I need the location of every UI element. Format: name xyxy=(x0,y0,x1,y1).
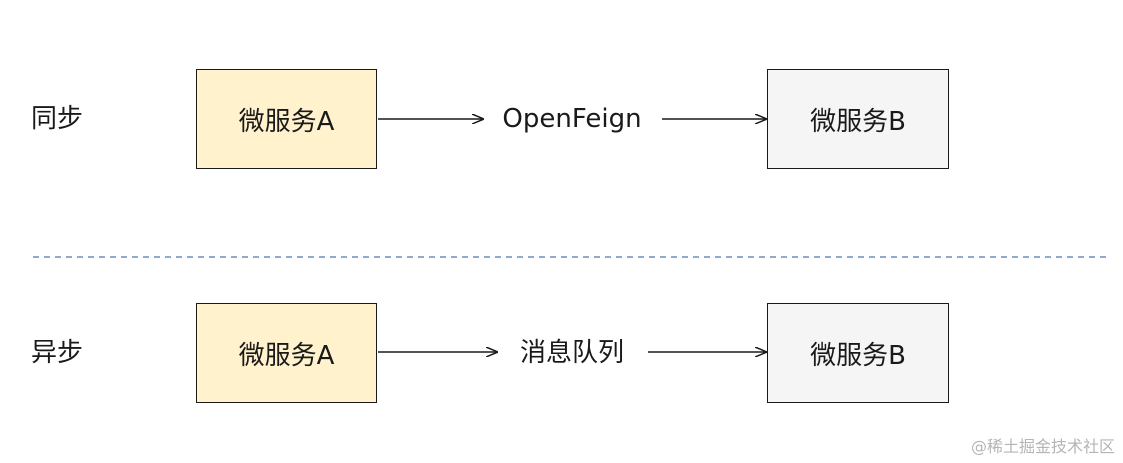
async-channel-label: 消息队列 xyxy=(519,338,624,368)
sync-source-node: 微服务A xyxy=(196,69,377,169)
async-target-label: 微服务B xyxy=(810,340,906,371)
sync-source-label: 微服务A xyxy=(238,106,335,137)
async-row-label: 异步 xyxy=(31,338,84,368)
sync-target-label: 微服务B xyxy=(810,106,906,137)
async-source-label: 微服务A xyxy=(238,340,335,371)
sync-channel-label: OpenFeign xyxy=(502,104,642,134)
async-source-node: 微服务A xyxy=(196,303,377,403)
sync-target-node: 微服务B xyxy=(767,69,949,169)
sync-row-label: 同步 xyxy=(31,104,84,134)
async-target-node: 微服务B xyxy=(767,303,949,403)
watermark: @稀土掘金技术社区 xyxy=(970,437,1115,456)
